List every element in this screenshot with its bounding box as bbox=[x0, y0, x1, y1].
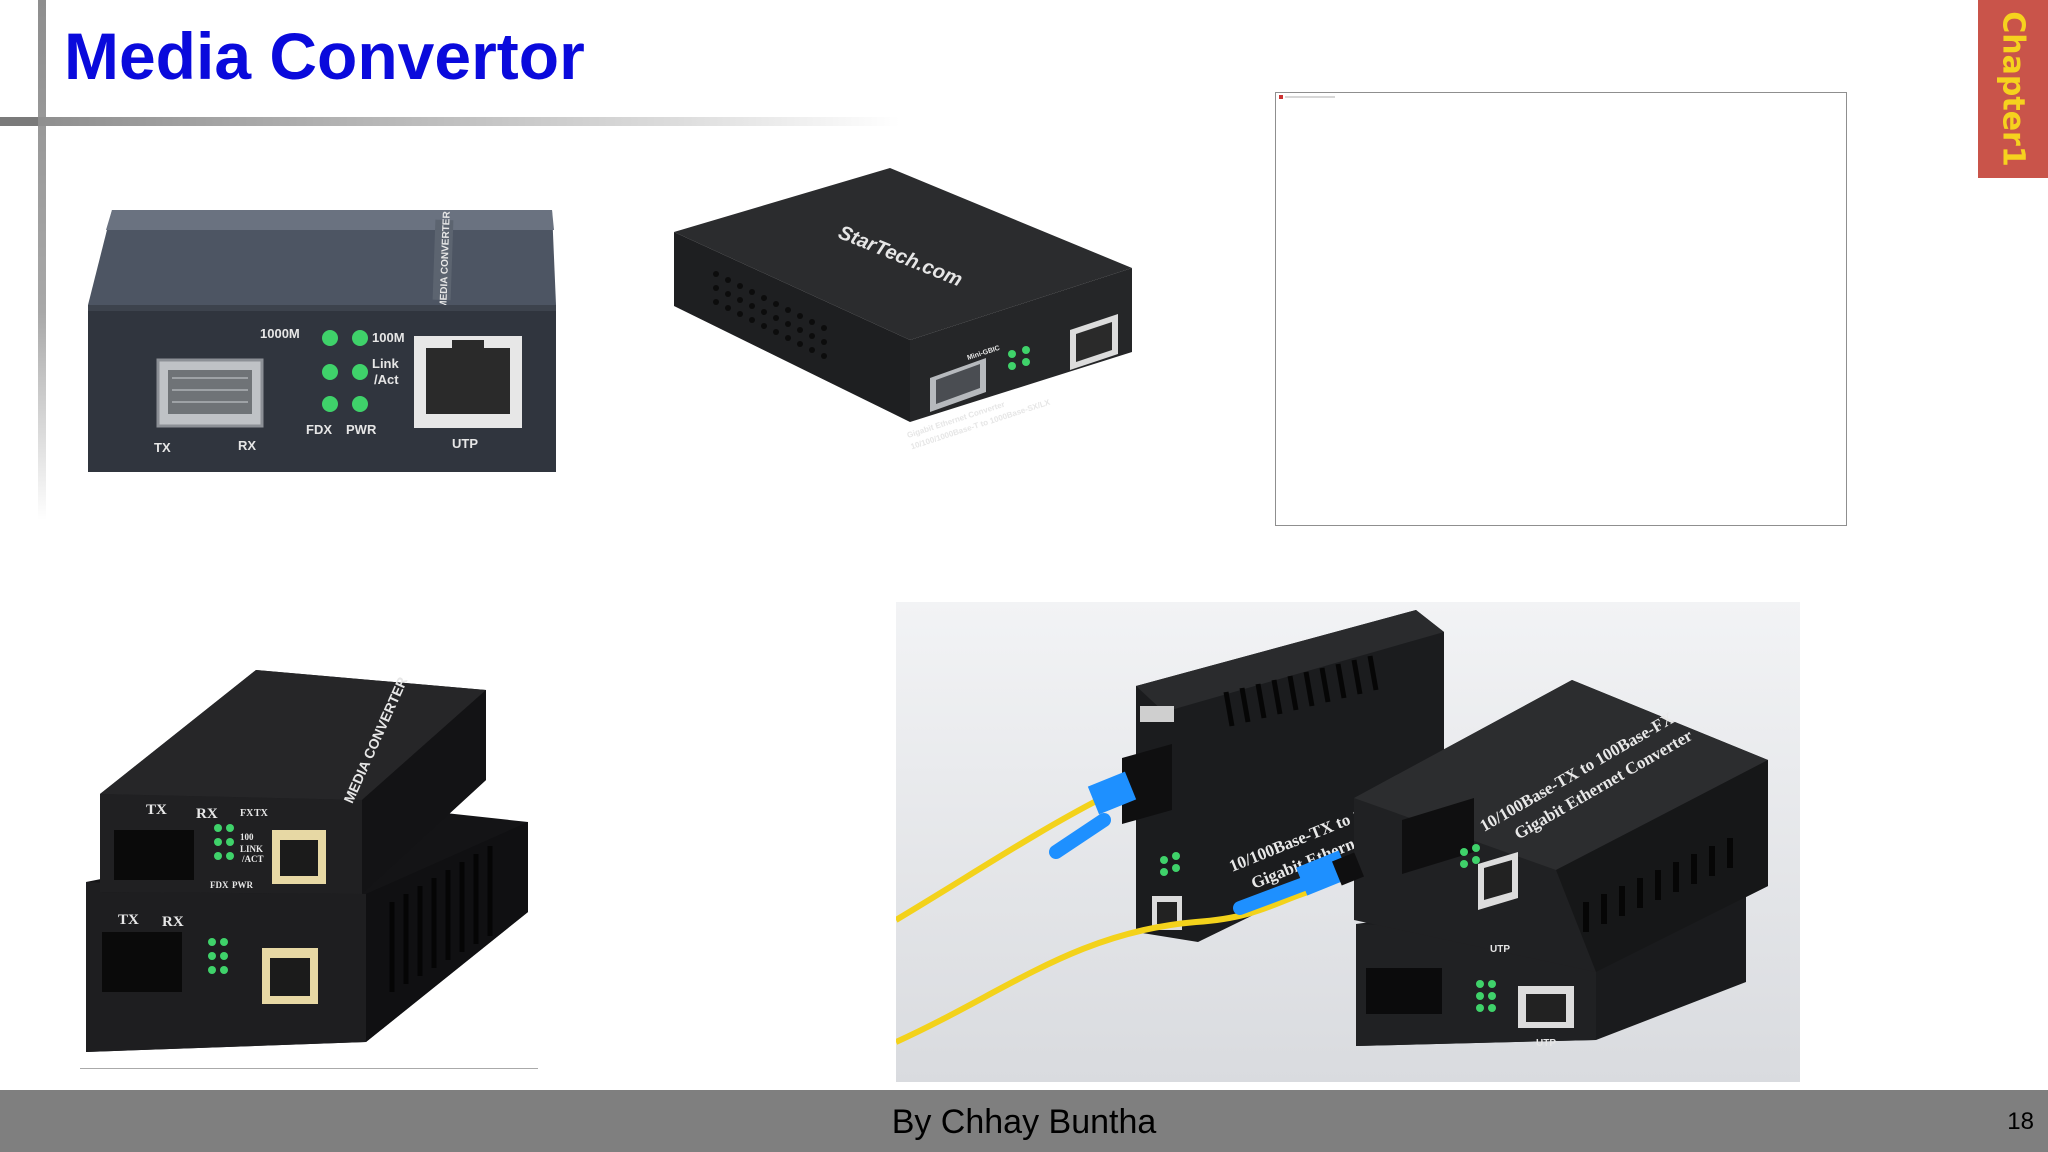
sfp-media-converter-image: MEDIA CONVERTER 1000M 100M Link /Act FDX… bbox=[82, 200, 562, 482]
missing-image-frame bbox=[1275, 92, 1847, 526]
stacked-label-ftx: TX bbox=[254, 808, 269, 819]
fiber-bottom-utp: UTP bbox=[1536, 1038, 1556, 1049]
slide-title: Media Convertor bbox=[64, 19, 585, 93]
svg-text:MEDIA CONVERTER: MEDIA CONVERTER bbox=[438, 210, 452, 309]
chapter-tab[interactable]: Chapter1 bbox=[1978, 0, 2048, 178]
label-utp: UTP bbox=[452, 436, 478, 451]
stacked-label-100: 100 bbox=[240, 832, 254, 842]
image-caption-rule bbox=[80, 1068, 538, 1069]
broken-image-icon bbox=[1279, 95, 1283, 99]
chapter-tab-label: Chapter1 bbox=[1995, 11, 2031, 167]
label-1000m: 1000M bbox=[260, 326, 300, 341]
label-rx: RX bbox=[238, 438, 256, 453]
stacked-label-act: /ACT bbox=[241, 854, 264, 864]
stacked-label-link: LINK bbox=[240, 844, 263, 854]
broken-image-caption bbox=[1285, 96, 1335, 98]
stacked-label-rx-bottom: RX bbox=[162, 914, 184, 930]
stacked-label-fdx: FDX bbox=[210, 880, 229, 890]
page-number: 18 bbox=[2007, 1108, 2034, 1135]
decorative-rule-stub bbox=[0, 117, 38, 126]
decorative-vertical-rule bbox=[38, 0, 46, 520]
label-100m: 100M bbox=[372, 330, 405, 345]
label-fdx: FDX bbox=[306, 422, 332, 437]
fiber-converters-image: 10/100Base-TX to 100Base-FX Gigabit Ethe… bbox=[896, 602, 1800, 1082]
label-link: Link bbox=[372, 356, 399, 371]
footer-author: By Chhay Buntha bbox=[891, 1103, 1157, 1141]
startech-converter-image: StarTech.com Mini-GBIC Gigabit Ethernet … bbox=[668, 164, 1134, 464]
stacked-label-fx: FX bbox=[240, 808, 254, 819]
stacked-label-tx-bottom: TX bbox=[118, 912, 139, 928]
stacked-converters-image: TX RX MEDIA CONVERTER TX RX FX TX 100 LI… bbox=[80, 662, 538, 1062]
decorative-horizontal-rule bbox=[0, 117, 900, 126]
label-act: /Act bbox=[374, 372, 399, 387]
stacked-label-tx-top: TX bbox=[146, 802, 167, 818]
label-tx: TX bbox=[154, 440, 171, 455]
label-pwr: PWR bbox=[346, 422, 377, 437]
slide-footer: By Chhay Buntha 18 bbox=[0, 1090, 2048, 1152]
stacked-label-pwr: PWR bbox=[232, 880, 253, 890]
fiber-front-utp: UTP bbox=[1490, 944, 1510, 955]
stacked-label-rx-top: RX bbox=[196, 806, 218, 822]
